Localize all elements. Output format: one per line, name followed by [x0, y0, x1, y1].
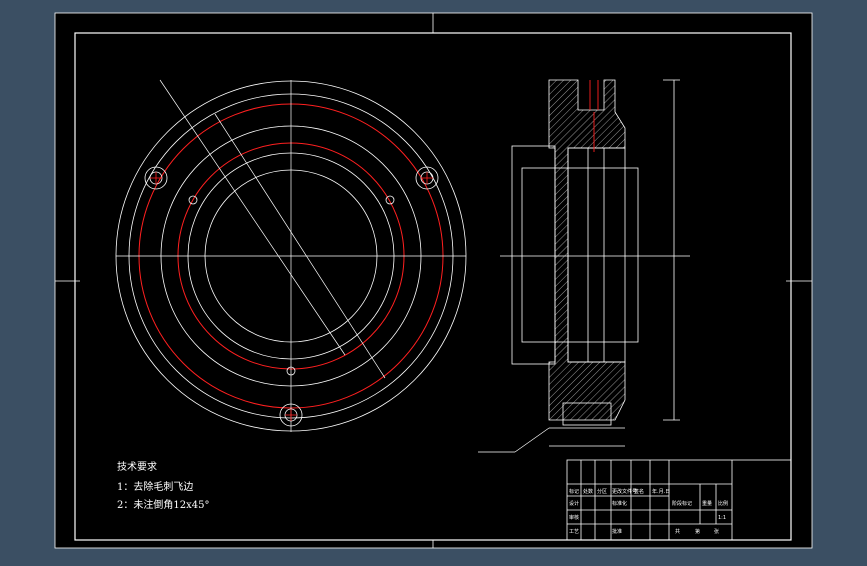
center-lines [116, 79, 466, 432]
tb-scale-value: 1:1 [718, 515, 726, 521]
tb-scale: 比例 [718, 500, 728, 507]
hole-center-marks [150, 172, 433, 421]
tb-sheets: 共 [675, 528, 680, 535]
tb-sheet: 第 [695, 528, 700, 535]
tb-process: 工艺 [569, 529, 579, 535]
technical-requirements: 技术要求 1：去除毛刺飞边 2：未注倒角12x45° [117, 460, 209, 511]
tb-label-zone: 分区 [597, 488, 607, 495]
tb-weight: 重量 [702, 500, 712, 507]
front-view [115, 79, 467, 432]
tb-label-sign: 签名 [634, 488, 644, 495]
tb-page: 张 [714, 528, 719, 535]
tb-label-doc: 更改文件号 [612, 488, 637, 495]
tb-stage-mark: 阶段标记 [672, 500, 692, 507]
tb-label-date: 年.月.日 [652, 488, 670, 495]
tb-label-mark: 标记 [569, 488, 579, 495]
notes-item-2: 2：未注倒角12x45° [117, 498, 209, 511]
notes-title: 技术要求 [117, 460, 157, 473]
tb-label-count: 处数 [583, 488, 593, 495]
tb-review: 审核 [569, 514, 579, 521]
tb-standardize: 标准化 [612, 500, 627, 507]
centering-marks [55, 13, 812, 548]
section-view [478, 79, 690, 453]
title-block: 标记 处数 分区 更改文件号 签名 年.月.日 设计 标准化 审核 工艺 批准 … [566, 459, 792, 541]
tb-approve: 批准 [612, 528, 622, 535]
notes-item-1: 1：去除毛刺飞边 [117, 480, 193, 493]
tb-design: 设计 [569, 500, 579, 507]
